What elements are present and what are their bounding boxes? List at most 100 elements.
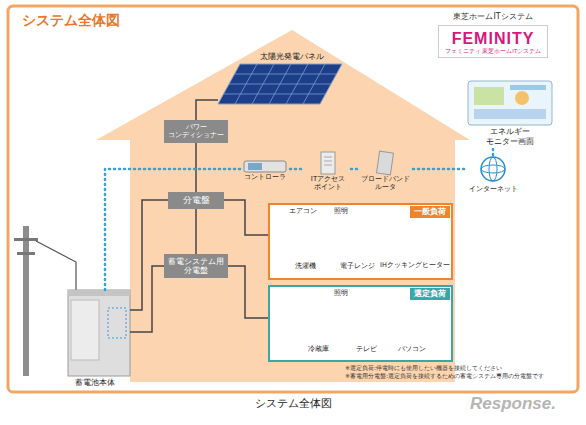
frame [8, 6, 578, 392]
monitor-screen-art [474, 87, 504, 105]
monitor-screen-art [468, 81, 552, 125]
battery-unit [68, 290, 130, 376]
controller-icon: コントローラ [240, 160, 290, 181]
utility-pole [23, 226, 29, 376]
appliance-icon: 照明 [328, 289, 354, 308]
power-wire [130, 200, 168, 310]
power-wire [130, 266, 164, 332]
icon-space [357, 151, 413, 175]
node-label: ブロードバンド ルータ [357, 175, 413, 192]
node-label: 冷蔵庫 [300, 345, 336, 353]
node-label: パワー コンディショナー [166, 123, 226, 140]
icon-space [60, 290, 130, 378]
appliance-icon: 照明 [328, 207, 354, 226]
icon-space [218, 62, 366, 104]
solar-panel: 太陽光発電パネル [218, 52, 366, 104]
icon-space [240, 160, 290, 173]
appliance-icon: パソコン [390, 320, 434, 353]
router-art [377, 151, 394, 175]
node-label: FEMINITY [441, 29, 545, 48]
icon-space [300, 320, 336, 345]
node-label: 照明 [328, 207, 354, 215]
solar-panel-art [218, 64, 342, 104]
power-conditioner-box: パワー コンディショナー [164, 120, 228, 143]
utility-pole [14, 226, 76, 376]
icon-space [283, 215, 323, 227]
node-label: 照明 [328, 289, 354, 297]
solar-panel-art [218, 64, 342, 104]
controller-art [244, 161, 286, 172]
power-wire [224, 200, 268, 235]
node-label: 蓄電池本体 [60, 378, 130, 388]
node-label: 電子レンジ [336, 262, 378, 270]
power-wire [195, 143, 197, 192]
node-label: ITアクセス ポイント [305, 175, 351, 192]
access-point-art [321, 152, 335, 174]
internet-globe [489, 157, 497, 181]
house [96, 30, 470, 382]
icon-space [348, 320, 384, 345]
node-label: インターネット [465, 185, 521, 193]
battery-unit [71, 300, 99, 360]
power-wire [195, 209, 197, 254]
icon-space [288, 241, 322, 262]
router-icon: ブロードバンド ルータ [357, 151, 413, 192]
feminity-logo: 東芝ホームITシステムFEMINITYフェミニティ 東芝ホームITシステム [438, 12, 548, 58]
battery-unit [68, 290, 130, 296]
node-label: テレビ [348, 345, 384, 353]
storage-distribution-board: 蓄電システム用 分電盤 [164, 254, 228, 278]
internet-globe [481, 157, 505, 181]
utility-pole [17, 252, 35, 255]
monitor-screen-art [510, 85, 546, 90]
node-label: エアコン [283, 207, 323, 215]
frame [8, 6, 578, 392]
diagram-title: システム全体図 [22, 12, 120, 29]
utility-pole [36, 241, 76, 290]
icon-space [336, 241, 378, 262]
monitor-screen-art [474, 109, 546, 119]
node-label: 洗濯機 [288, 262, 322, 270]
footnote: ※蓄電用分電盤:選定負荷を接続するための蓄電システム専用の分電盤です [345, 372, 544, 379]
house [96, 30, 470, 382]
icon-space [390, 320, 434, 345]
icon-space [380, 241, 450, 262]
solar-panel-art [224, 64, 337, 104]
battery-unit [68, 290, 130, 376]
icon-space [328, 297, 354, 308]
node-label: コントローラ [240, 173, 290, 181]
node-label: 太陽光発電パネル [258, 52, 326, 62]
controller-art [244, 161, 286, 172]
logo-plate: FEMINITYフェミニティ 東芝ホームITシステム [438, 25, 548, 59]
node-label: 分電盤 [170, 195, 222, 206]
power-wire [228, 266, 268, 318]
node-label: エネルギー モニター画面 [470, 127, 550, 146]
watermark: Response. [470, 394, 556, 414]
icon-space [305, 151, 351, 175]
footnote: ※選定負荷:停電時にも使用したい機器を接続してください [345, 364, 502, 371]
icon-space [470, 80, 550, 127]
monitor-screen-art [515, 91, 529, 105]
utility-pole [14, 238, 38, 241]
battery-unit [108, 308, 126, 338]
distribution-board: 分電盤 [168, 192, 224, 209]
access-point-art [321, 152, 335, 174]
network-link [105, 169, 240, 290]
network-link [413, 168, 465, 171]
appliance-icon: 冷蔵庫 [300, 320, 336, 353]
internet-globe [481, 165, 505, 173]
battery-node: 蓄電池本体 [60, 290, 130, 388]
load-tag: 選定負荷 [410, 288, 450, 300]
appliance-icon: テレビ [348, 320, 384, 353]
node-label: 蓄電システム用 分電盤 [166, 257, 226, 275]
access-point-art [324, 157, 332, 165]
icon-space [465, 155, 521, 185]
node-label: フェミニティ 東芝ホームITシステム [441, 48, 545, 55]
appliance-icon: IHクッキングヒーター [380, 241, 450, 270]
selected-load-group: 選定負荷 照明冷蔵庫 テレビパソコン [268, 285, 453, 362]
internet-globe [481, 157, 505, 181]
appliance-icon: 電子レンジ [336, 241, 378, 270]
energy-monitor: エネルギー モニター画面 [470, 80, 550, 146]
network-link [351, 168, 357, 171]
icon-space [328, 215, 354, 226]
appliance-icon: エアコン [283, 207, 323, 227]
